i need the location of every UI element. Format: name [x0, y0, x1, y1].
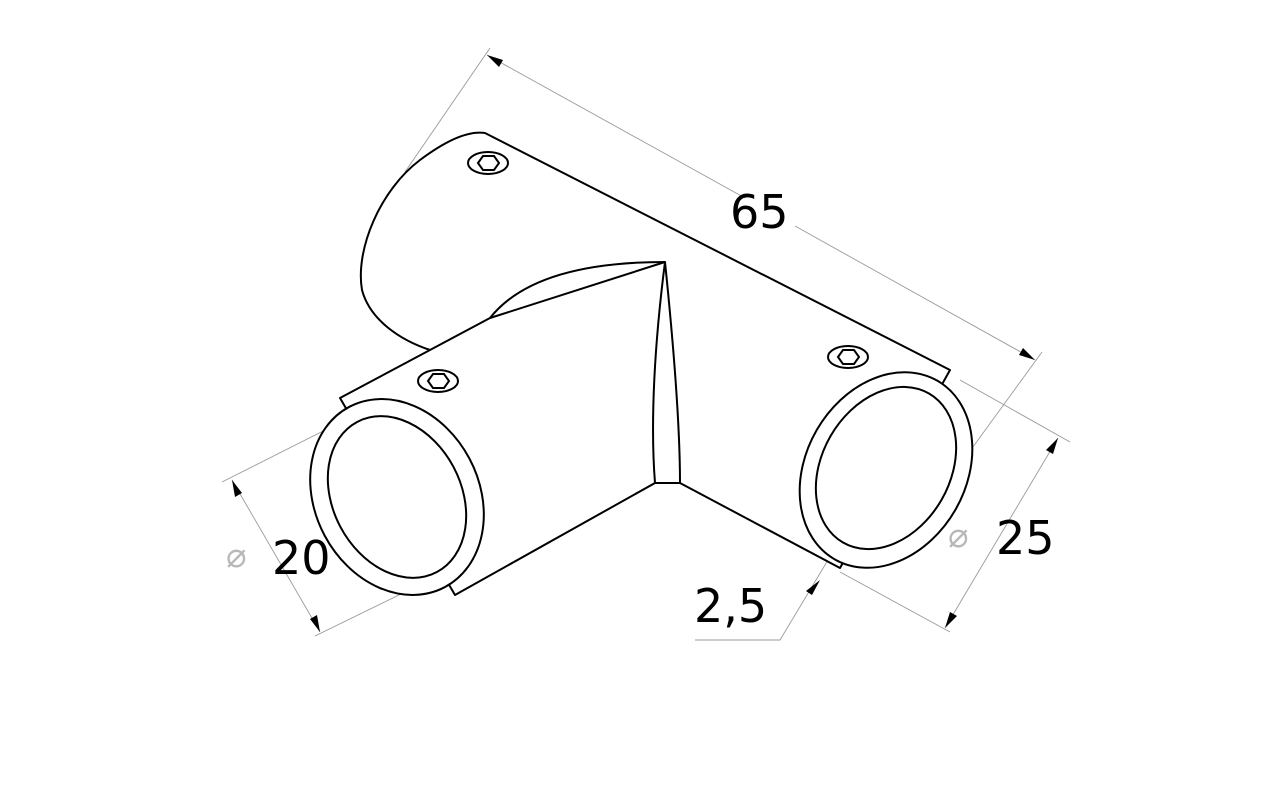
wedge-line — [664, 261, 681, 484]
screw-icon — [827, 345, 869, 369]
screw-icon — [467, 151, 509, 175]
saddle-curve — [489, 261, 666, 319]
small-diameter-label: 20 — [272, 531, 331, 585]
diameter-symbol-25: ⌀ — [948, 516, 968, 556]
large-end-inner — [814, 385, 958, 551]
wall-thickness-label: 2,5 — [694, 579, 767, 633]
length-dimension-label: 65 — [730, 185, 789, 239]
small-end-inner — [326, 415, 468, 579]
large-diameter-label: 25 — [996, 511, 1055, 565]
diameter-symbol-20: ⌀ — [226, 536, 246, 576]
screw-icon — [417, 369, 459, 393]
